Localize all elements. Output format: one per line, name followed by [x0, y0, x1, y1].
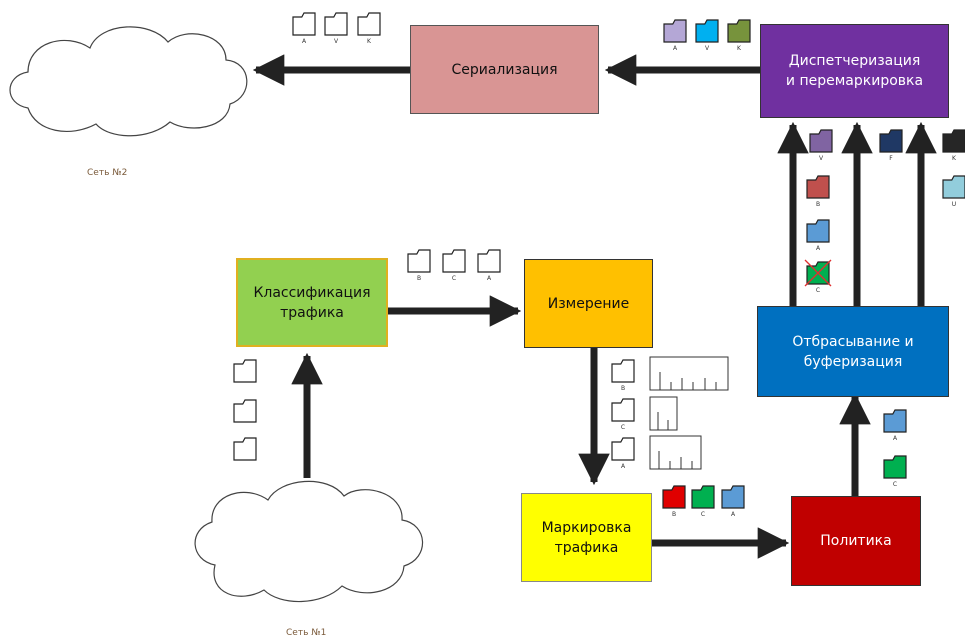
- packet-icon: [883, 455, 907, 479]
- marking-label: Маркировка трафика: [541, 519, 632, 556]
- classification-label: Классификация трафика: [253, 284, 371, 321]
- meter-a: [649, 435, 702, 470]
- measurement-block: Измерение: [524, 259, 653, 348]
- drop-buffer-block: Отбрасывание и буферизация: [757, 306, 949, 397]
- packet-label: A: [816, 245, 821, 252]
- measurement-label: Измерение: [547, 295, 630, 312]
- packet-icon: [292, 12, 316, 36]
- packet-label: A: [487, 275, 492, 282]
- packet-icon: [691, 485, 715, 509]
- packet-icon: [727, 19, 751, 43]
- packet-icon: [663, 19, 687, 43]
- packet-icon: [233, 359, 257, 383]
- policy-block: Политика: [791, 496, 921, 586]
- packet-label: K: [367, 38, 372, 45]
- network-1-cloud: [194, 480, 424, 603]
- serialization-block: Сериализация: [410, 25, 599, 114]
- network-1-label: Сеть №1: [286, 628, 327, 638]
- packet-icon: [477, 249, 501, 273]
- packet-icon: [442, 249, 466, 273]
- packet-group-queue-3: KU: [942, 129, 965, 208]
- packet-icon: [806, 175, 830, 199]
- packet-label: A: [893, 435, 898, 442]
- packet-label: A: [302, 38, 307, 45]
- packet-icon: [942, 175, 965, 199]
- meter-c: [649, 396, 678, 431]
- packet-label: V: [705, 45, 710, 52]
- packet-label: A: [621, 463, 626, 470]
- packet-label: C: [701, 511, 705, 518]
- packet-label: B: [621, 385, 625, 392]
- packet-icon: [611, 359, 635, 383]
- packet-group-input: [233, 359, 257, 461]
- packet-label: U: [952, 201, 956, 208]
- packet-icon: [809, 129, 833, 153]
- dispatch-label: Диспетчеризация и перемаркировка: [785, 53, 924, 89]
- network-2-label: Сеть №2: [87, 168, 128, 178]
- packet-label: V: [819, 155, 824, 162]
- packet-icon: [879, 129, 903, 153]
- packet-label: K: [737, 45, 742, 52]
- network-2-cloud: [9, 26, 248, 137]
- meter-b: [649, 356, 729, 391]
- packet-group-queue-2: F: [879, 129, 903, 162]
- packet-label: A: [731, 511, 736, 518]
- measurement-meters: [649, 356, 729, 470]
- packet-icon: [806, 219, 830, 243]
- packet-label: A: [673, 45, 678, 52]
- packet-label: C: [452, 275, 456, 282]
- policy-label: Политика: [820, 533, 892, 549]
- drop-cross-mark: [804, 259, 832, 287]
- flow-arrows: [252, 54, 937, 559]
- packet-icon: [695, 19, 719, 43]
- packet-group-queue-1: V B A C: [804, 129, 833, 294]
- packet-label: C: [893, 481, 897, 488]
- dispatch-block: Диспетчеризация и перемаркировка: [760, 24, 949, 118]
- packet-icon: [721, 485, 745, 509]
- packet-icon: [662, 485, 686, 509]
- packet-label: C: [621, 424, 625, 431]
- packet-group-measured: B C A: [611, 359, 635, 470]
- classification-block: Классификация трафика: [236, 258, 388, 347]
- packet-icon: [883, 409, 907, 433]
- marking-block: Маркировка трафика: [521, 493, 652, 582]
- packet-label: B: [417, 275, 421, 282]
- packet-label: F: [889, 155, 893, 162]
- packet-label: K: [952, 155, 957, 162]
- packet-group-policed: AC: [883, 409, 907, 488]
- packet-label: V: [334, 38, 339, 45]
- drop-buffer-label: Отбрасывание и буферизация: [792, 333, 914, 370]
- packet-icon: [611, 437, 635, 461]
- packet-label: B: [816, 201, 820, 208]
- packet-icon: [233, 437, 257, 461]
- packet-label: C: [816, 287, 820, 294]
- packet-label: B: [672, 511, 676, 518]
- packet-icon: [357, 12, 381, 36]
- packet-icon: [324, 12, 348, 36]
- packet-icon: [407, 249, 431, 273]
- packet-icon: [233, 399, 257, 423]
- serialization-label: Сериализация: [451, 61, 558, 78]
- packet-icon: [611, 398, 635, 422]
- packet-icon: [942, 129, 965, 153]
